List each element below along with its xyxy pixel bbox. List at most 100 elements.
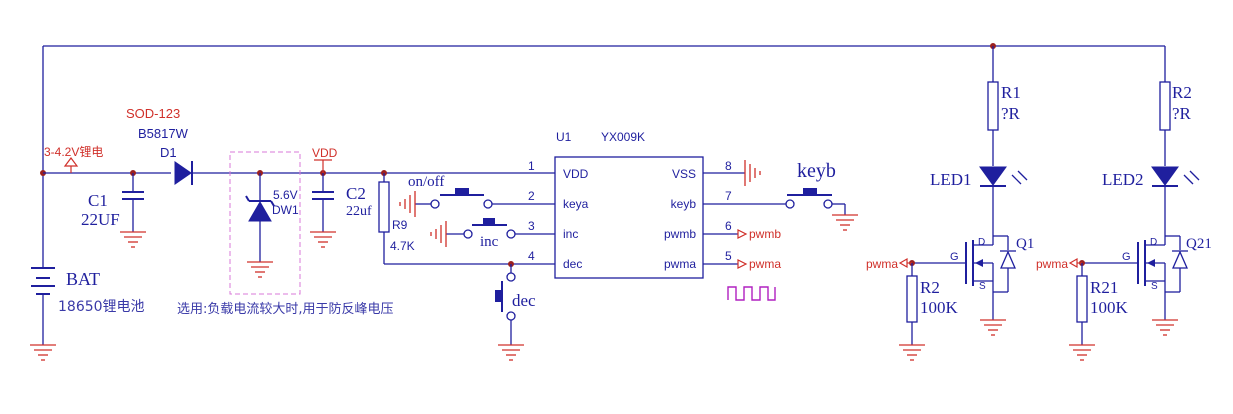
switch-keyb [785, 188, 846, 215]
ground-c1 [120, 231, 146, 248]
pin-7-number: 7 [725, 189, 732, 203]
led2-label: LED2 [1102, 170, 1144, 189]
d1-label: D1 [160, 145, 177, 160]
resistor-r2-100k [906, 263, 918, 345]
pwmb-net-label: pwmb [749, 227, 781, 241]
pin-1-name: VDD [563, 167, 589, 181]
led1-label: LED1 [930, 170, 972, 189]
ground-r2 [899, 344, 925, 361]
led-led2 [1151, 166, 1200, 236]
r1-value: ?R [1001, 104, 1021, 123]
vdd-wire [43, 170, 555, 176]
ground-c2 [310, 231, 336, 248]
net-flag-bat [63, 157, 79, 173]
pin-6-name: pwmb [664, 227, 696, 241]
r2-top-value: ?R [1172, 104, 1192, 123]
mosfet-q21 [1079, 235, 1188, 320]
u1-part-label: YX009K [601, 130, 645, 144]
diode-package-label: SOD-123 [126, 106, 180, 121]
ic-u1 [554, 156, 786, 279]
switch-dec [495, 261, 516, 345]
r21-value: 100K [1090, 298, 1129, 317]
c2-value: 22uf [346, 204, 372, 219]
q21-label: Q21 [1186, 236, 1212, 252]
c1-value: 22UF [81, 210, 120, 229]
ground-q21 [1152, 319, 1178, 336]
diode-part-label: B5817W [138, 126, 189, 141]
q1-gate-label: G [950, 251, 959, 263]
led-led1 [979, 166, 1028, 236]
net-flag-vdd [314, 159, 332, 173]
pwma-left-label: pwma [866, 257, 898, 271]
resistor-r21 [1076, 263, 1088, 345]
u1-label: U1 [556, 130, 572, 144]
r2-100k-value: 100K [920, 298, 959, 317]
dw1-label: DW1 [272, 203, 299, 217]
bat-type-label: 18650锂电池 [58, 299, 145, 315]
zener-dw1 [245, 173, 275, 262]
ground-dec [498, 344, 524, 361]
pin-5-number: 5 [725, 249, 732, 263]
pwma-net-label: pwma [749, 257, 781, 271]
capacitor-c1 [122, 173, 144, 232]
pwma-right-label: pwma [1036, 257, 1068, 271]
r2-100k-label: R2 [920, 278, 940, 297]
onoff-label: on/off [408, 174, 444, 190]
ground-vss [744, 160, 761, 186]
ground-zener [247, 261, 273, 278]
pin-3-name: inc [563, 227, 578, 241]
ground-q1 [980, 319, 1006, 336]
switch-onoff [415, 188, 555, 209]
ground-bat [30, 344, 56, 361]
q1-drain-label: D [978, 237, 985, 248]
r21-label: R21 [1090, 278, 1118, 297]
r1-label: R1 [1001, 83, 1021, 102]
top-rail-wire [42, 43, 1165, 264]
r9-value: 4.7K [390, 239, 415, 253]
pin-8-name: VSS [672, 167, 696, 181]
keyb-label: keyb [797, 160, 836, 182]
net-flag-pwmb [737, 229, 748, 239]
net-flag-pwma-left [898, 257, 912, 269]
q1-source-label: S [979, 281, 986, 292]
r9-label: R9 [392, 218, 408, 232]
pin-4-name: dec [563, 257, 582, 271]
ground-r21 [1069, 344, 1095, 361]
pin-2-number: 2 [528, 189, 535, 203]
ground-onoff [399, 191, 416, 217]
q21-source-label: S [1151, 281, 1158, 292]
bat-label: BAT [66, 269, 100, 289]
net-flag-pwma [737, 259, 748, 269]
r2-top-label: R2 [1172, 83, 1192, 102]
optional-zener-box [229, 151, 301, 295]
pin-5-name: pwma [664, 257, 696, 271]
pin-8-number: 8 [725, 159, 732, 173]
pin-2-name: keya [563, 197, 589, 211]
c1-label: C1 [88, 191, 108, 210]
c2-label: C2 [346, 184, 366, 203]
pin-7-name: keyb [671, 197, 697, 211]
net-flag-pwma-right [1068, 257, 1082, 269]
vdd-flag-label: VDD [312, 146, 338, 160]
mosfet-q1 [909, 235, 1016, 320]
zener-voltage-label: 5.6V [273, 188, 298, 202]
q1-label: Q1 [1016, 236, 1034, 252]
q21-drain-label: D [1150, 237, 1157, 248]
zener-note: 选用:负载电流较大时,用于防反峰电压 [177, 301, 394, 317]
diode-d1 [174, 161, 193, 185]
resistor-r1 [987, 46, 999, 166]
inc-label: inc [480, 234, 499, 250]
dec-label: dec [512, 291, 536, 310]
bat-voltage-label: 3-4.2V锂电 [44, 144, 103, 159]
pin-1-number: 1 [528, 159, 535, 173]
ground-inc [430, 221, 447, 247]
ground-keyb [832, 214, 858, 231]
resistor-r2-top [1159, 46, 1171, 166]
capacitor-c2 [312, 173, 334, 232]
pin-3-number: 3 [528, 219, 535, 233]
q21-gate-label: G [1122, 251, 1131, 263]
pin-6-number: 6 [725, 219, 732, 233]
pin-4-number: 4 [528, 249, 535, 263]
resistor-r9 [378, 173, 555, 265]
